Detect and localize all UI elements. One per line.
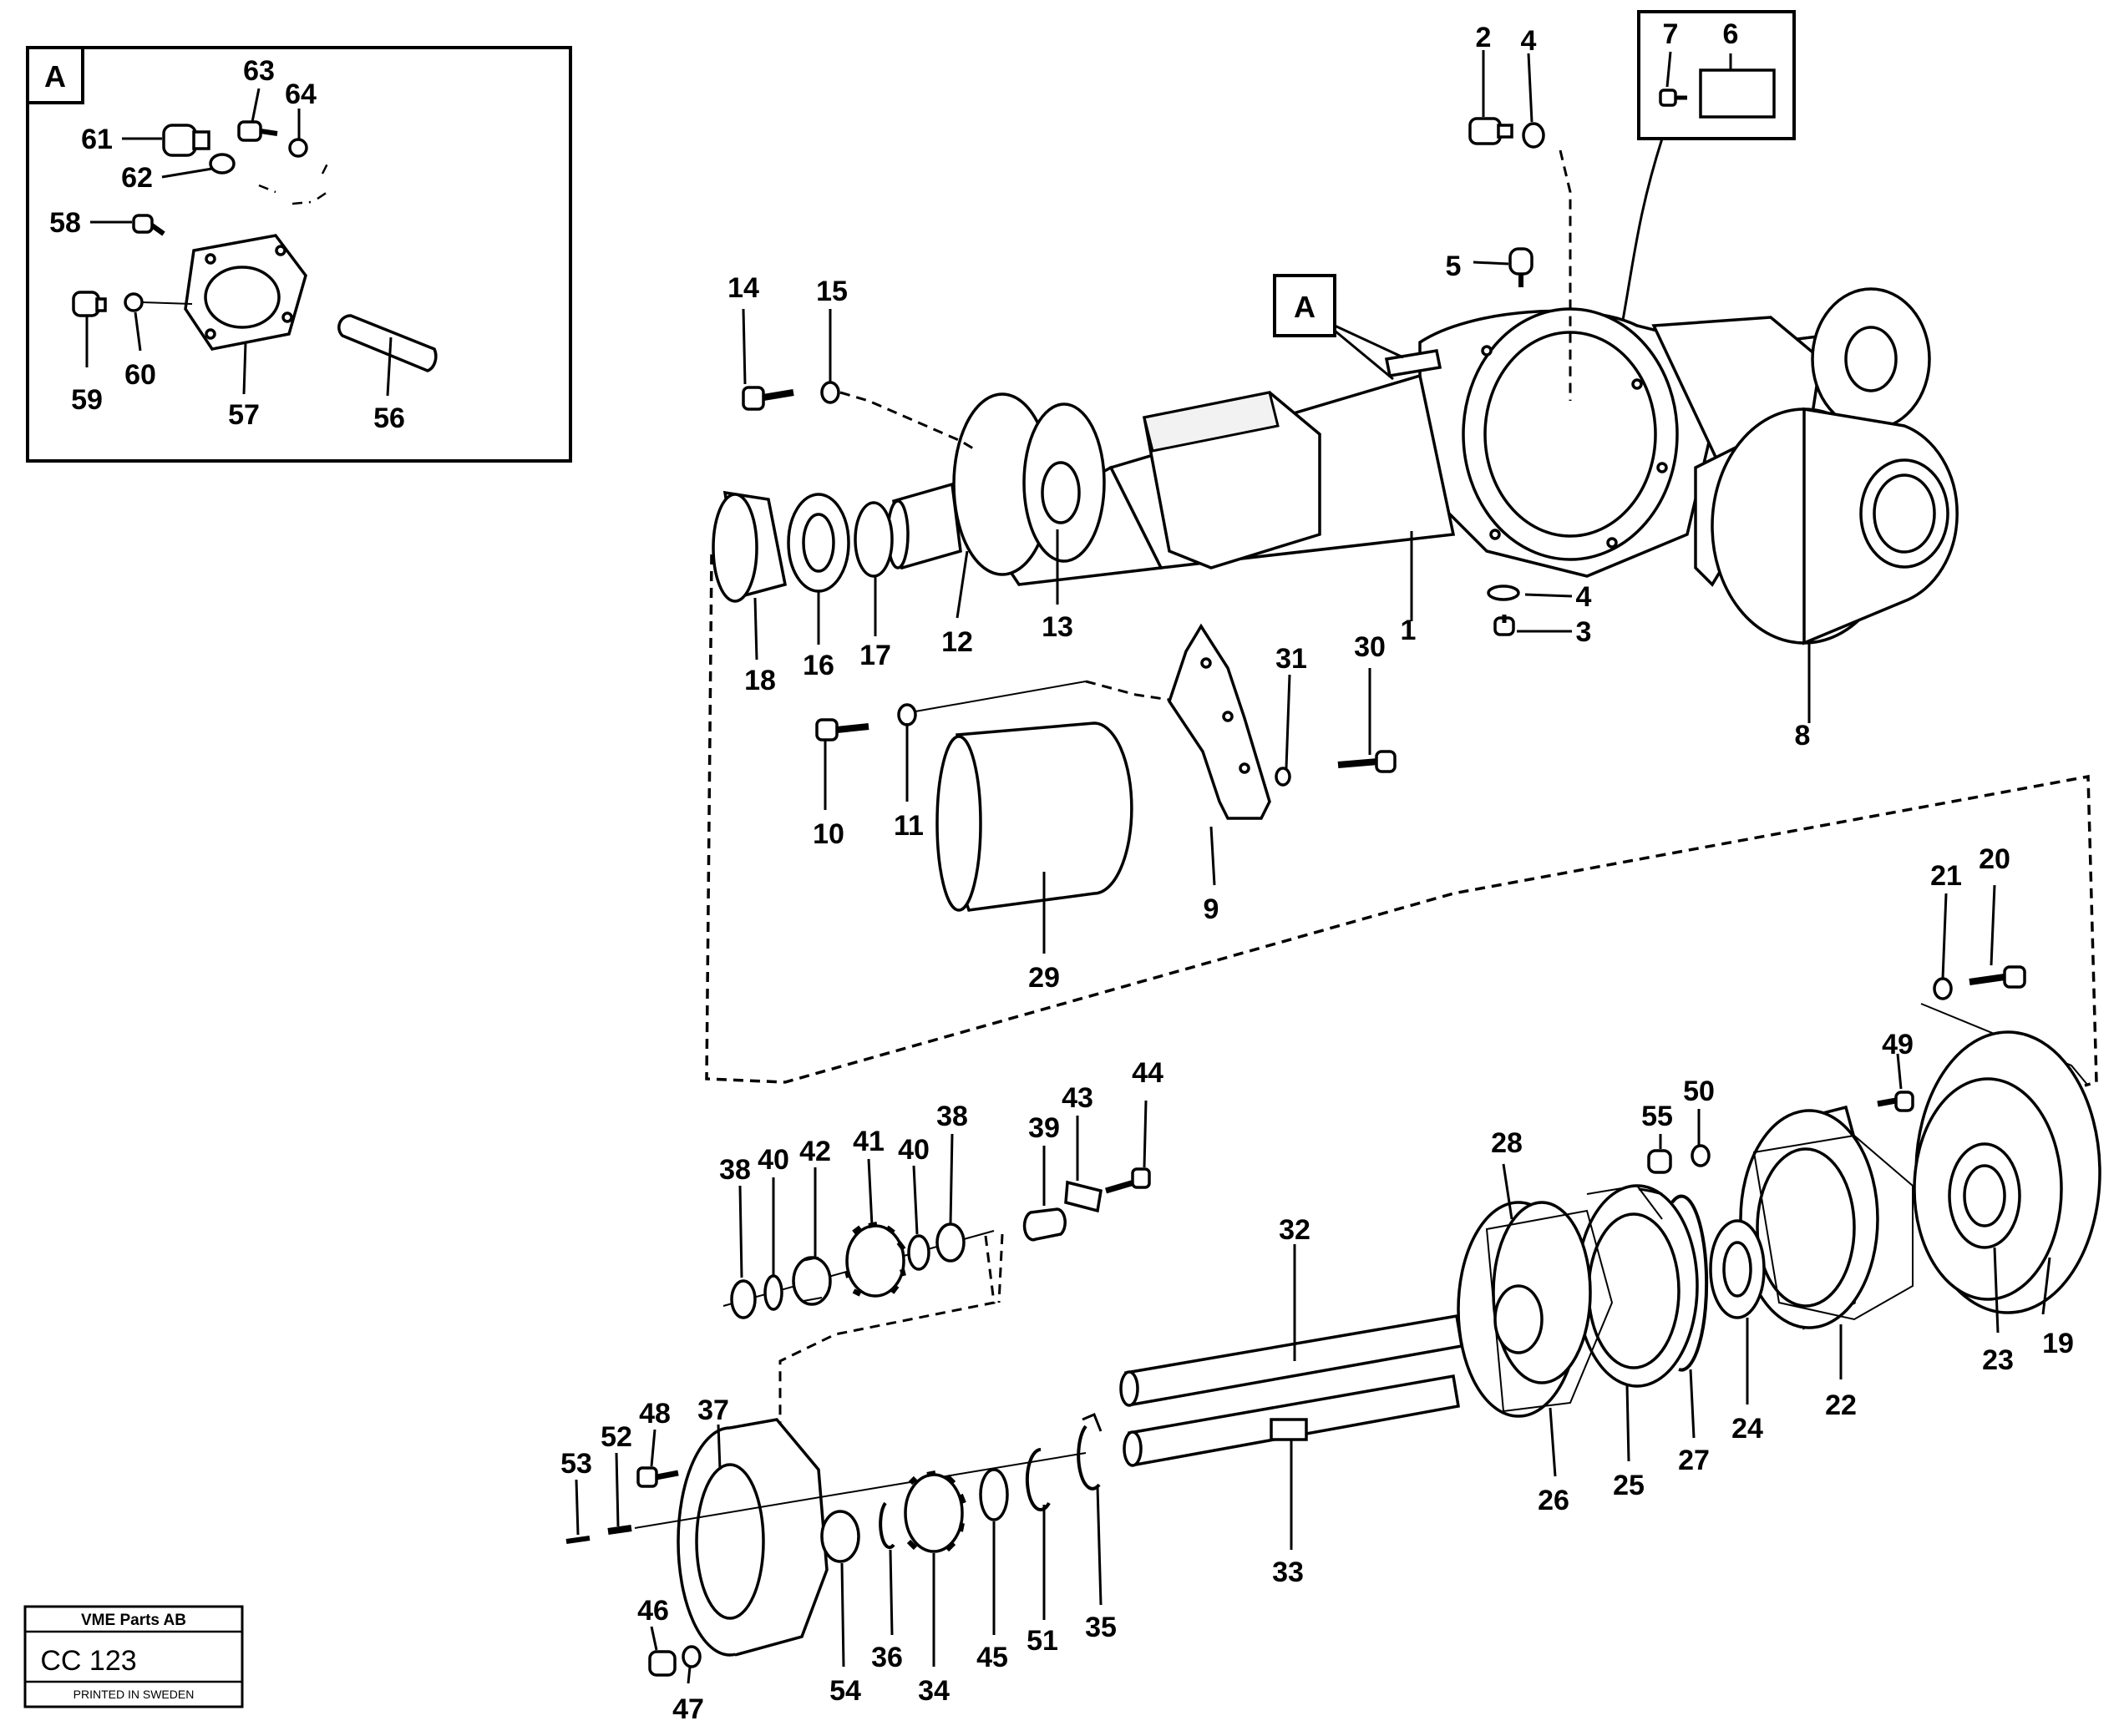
label-51: 51 [1027, 1625, 1058, 1657]
planet-carrier-parts [565, 1413, 1103, 1684]
label-16: 16 [803, 650, 834, 681]
label-38-right: 38 [936, 1101, 968, 1132]
stamp-code: CC 123 [40, 1645, 136, 1677]
label-46: 46 [637, 1595, 669, 1627]
label-29: 29 [1028, 962, 1060, 994]
label-40-left: 40 [758, 1144, 789, 1176]
label-57: 57 [228, 399, 260, 431]
callout-tag: A [1294, 290, 1316, 324]
label-25: 25 [1613, 1470, 1645, 1501]
label-7: 7 [1663, 18, 1679, 50]
label-22: 22 [1825, 1389, 1857, 1421]
label-21: 21 [1930, 860, 1962, 892]
label-4-top: 4 [1521, 25, 1537, 57]
label-42: 42 [799, 1136, 831, 1167]
label-27: 27 [1678, 1445, 1710, 1476]
label-62: 62 [121, 162, 153, 194]
label-50: 50 [1683, 1076, 1715, 1107]
middle-parts [815, 623, 2026, 1000]
label-15: 15 [816, 276, 848, 307]
label-30: 30 [1354, 631, 1386, 663]
label-53: 53 [560, 1448, 592, 1480]
label-36: 36 [871, 1642, 903, 1673]
label-20: 20 [1979, 843, 2010, 875]
label-24: 24 [1731, 1413, 1763, 1445]
drive-shafts [1119, 1244, 1464, 1550]
label-31: 31 [1275, 643, 1307, 675]
label-64: 64 [285, 78, 317, 110]
label-6: 6 [1723, 18, 1739, 50]
label-61: 61 [81, 124, 113, 155]
label-37: 37 [697, 1394, 729, 1426]
callout-a: A [1273, 274, 1404, 381]
label-2: 2 [1476, 22, 1492, 53]
assembly-lines [705, 554, 2098, 1087]
label-11: 11 [894, 810, 924, 842]
label-8: 8 [1795, 720, 1811, 752]
label-28: 28 [1491, 1127, 1523, 1159]
label-55: 55 [1641, 1101, 1673, 1132]
planet-gear-set [722, 1100, 1151, 1470]
label-17: 17 [859, 640, 891, 671]
inset-tag: A [44, 59, 66, 94]
inset-detail-a: A [26, 46, 572, 463]
label-41: 41 [853, 1126, 885, 1157]
label-19: 19 [2042, 1328, 2074, 1359]
publisher-stamp: VME Parts AB CC 123 PRINTED IN SWEDEN [23, 1605, 244, 1708]
label-38-left: 38 [719, 1154, 751, 1186]
label-10: 10 [813, 818, 844, 850]
label-13: 13 [1042, 611, 1073, 643]
label-14: 14 [727, 272, 759, 304]
planetary-hub [1457, 1030, 2101, 1477]
upper-small-parts [742, 50, 1811, 723]
detail-box-plate: 7 6 [1619, 10, 1796, 335]
label-49: 49 [1882, 1029, 1914, 1060]
label-54: 54 [829, 1675, 861, 1707]
label-63: 63 [243, 55, 275, 87]
inset-tag-box [26, 46, 84, 104]
label-60: 60 [124, 359, 156, 391]
label-33: 33 [1272, 1556, 1304, 1588]
label-56: 56 [373, 402, 405, 434]
stamp-company: VME Parts AB [81, 1612, 186, 1629]
label-40-right: 40 [898, 1134, 930, 1166]
label-35: 35 [1085, 1612, 1117, 1643]
label-43: 43 [1062, 1082, 1093, 1114]
label-58: 58 [49, 207, 81, 239]
label-52: 52 [601, 1421, 632, 1453]
inset-parts [72, 120, 438, 372]
axle-housing [712, 287, 1959, 645]
label-59: 59 [71, 384, 103, 416]
label-26: 26 [1538, 1485, 1569, 1516]
label-39: 39 [1028, 1112, 1060, 1144]
label-32: 32 [1279, 1214, 1310, 1246]
label-23: 23 [1982, 1344, 2014, 1376]
label-44: 44 [1132, 1057, 1163, 1089]
label-45: 45 [976, 1642, 1008, 1673]
label-12: 12 [941, 626, 973, 658]
label-18: 18 [744, 665, 776, 696]
label-1: 1 [1401, 615, 1417, 646]
label-47: 47 [672, 1693, 704, 1725]
label-9: 9 [1204, 893, 1219, 925]
label-48: 48 [639, 1398, 671, 1430]
label-34: 34 [918, 1675, 950, 1707]
label-5: 5 [1446, 251, 1462, 282]
stamp-printed: PRINTED IN SWEDEN [74, 1688, 195, 1701]
label-3: 3 [1576, 616, 1592, 648]
label-4-bottom: 4 [1576, 581, 1592, 613]
